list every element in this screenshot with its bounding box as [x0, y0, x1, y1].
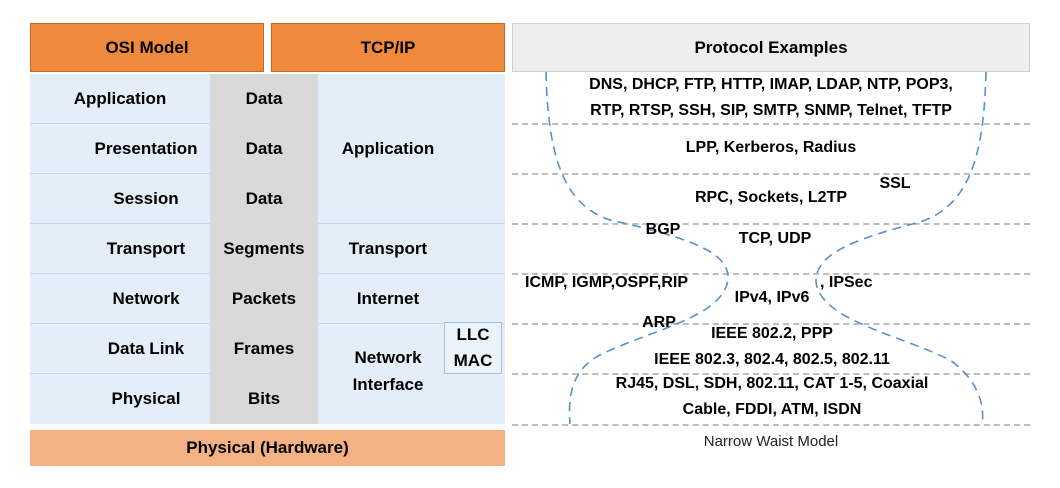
waist-right-curve	[815, 71, 987, 425]
physical-protocols-line1: RJ45, DSL, SDH, 802.11, CAT 1-5, Coaxial	[615, 375, 929, 392]
osi-layer-label: Transport	[106, 238, 186, 258]
mac-label: MAC	[453, 351, 493, 370]
physical-protocols-line2: Cable, FDDI, ATM, ISDN	[682, 401, 862, 418]
osi-layer-label: Session	[113, 188, 179, 208]
layer-dashed-divider	[512, 323, 1030, 325]
layer-dashed-divider	[512, 273, 1030, 275]
layer-dashed-divider	[512, 373, 1030, 375]
tcpip-layer-internet: Internet	[356, 288, 420, 308]
tcpip-header: TCP/IP	[271, 23, 505, 72]
tcpip-layer-transport: Transport	[348, 238, 428, 258]
data-unit-label: Frames	[233, 338, 295, 358]
arp-label: ARP	[642, 314, 676, 331]
row-divider	[30, 373, 210, 374]
row-divider	[30, 223, 210, 224]
osi-layer-label: Application	[73, 88, 167, 108]
data-unit-label: Packets	[231, 288, 297, 308]
narrow-waist-caption: Narrow Waist Model	[703, 433, 839, 450]
internet-protocols-ip: IPv4, IPv6	[734, 289, 810, 306]
data-unit-label: Data	[245, 138, 283, 158]
osi-layer-label: Presentation	[94, 138, 198, 158]
transport-protocols: TCP, UDP	[738, 230, 812, 247]
app-protocols-line2: RTP, RTSP, SSH, SIP, SMTP, SNMP, Telnet,…	[590, 102, 952, 119]
osi-layer-label: Data Link	[107, 338, 185, 358]
row-divider	[30, 273, 210, 274]
physical-hardware-bar: Physical (Hardware)	[30, 430, 505, 466]
data-unit-column	[210, 74, 318, 424]
presentation-protocols: LPP, Kerberos, Radius	[685, 139, 857, 156]
data-unit-label: Bits	[247, 388, 281, 408]
tcpip-row-divider	[318, 223, 505, 224]
osi-model-header: OSI Model	[30, 23, 264, 72]
data-unit-label: Segments	[223, 238, 305, 258]
layer-dashed-divider	[512, 123, 1030, 125]
datalink-protocols-line1: IEEE 802.2, PPP	[711, 325, 833, 342]
tcpip-row-divider	[318, 273, 505, 274]
llc-label: LLC	[456, 325, 490, 344]
bgp-label: BGP	[645, 221, 681, 238]
row-divider	[30, 173, 210, 174]
llc-mac-box	[444, 322, 502, 374]
internet-protocols-ipsec: , IPSec	[820, 274, 873, 291]
waist-left-curve	[545, 71, 729, 425]
app-protocols-line1: DNS, DHCP, FTP, HTTP, IMAP, LDAP, NTP, P…	[589, 76, 953, 93]
ssl-label: SSL	[879, 175, 911, 192]
tcpip-layer-network-interface-line1: Network	[354, 348, 422, 367]
tcpip-row-divider	[318, 323, 505, 324]
tcpip-layer-network-interface-line2: Interface	[352, 375, 424, 394]
layer-dashed-divider	[512, 424, 1030, 426]
data-unit-label: Data	[245, 188, 283, 208]
protocol-examples-header: Protocol Examples	[512, 23, 1030, 72]
datalink-protocols-line2: IEEE 802.3, 802.4, 802.5, 802.11	[654, 351, 890, 368]
data-unit-label: Data	[245, 88, 283, 108]
row-divider	[30, 323, 210, 324]
row-divider	[30, 123, 210, 124]
osi-layer-label: Network	[112, 288, 180, 308]
layer-dashed-divider	[512, 173, 1030, 175]
internet-protocols-left: ICMP, IGMP,OSPF,RIP	[525, 274, 689, 291]
osi-layer-label: Physical	[111, 388, 181, 408]
layer-dashed-divider	[512, 223, 1030, 225]
tcpip-layer-application: Application	[341, 138, 435, 158]
session-protocols: RPC, Sockets, L2TP	[694, 189, 848, 206]
